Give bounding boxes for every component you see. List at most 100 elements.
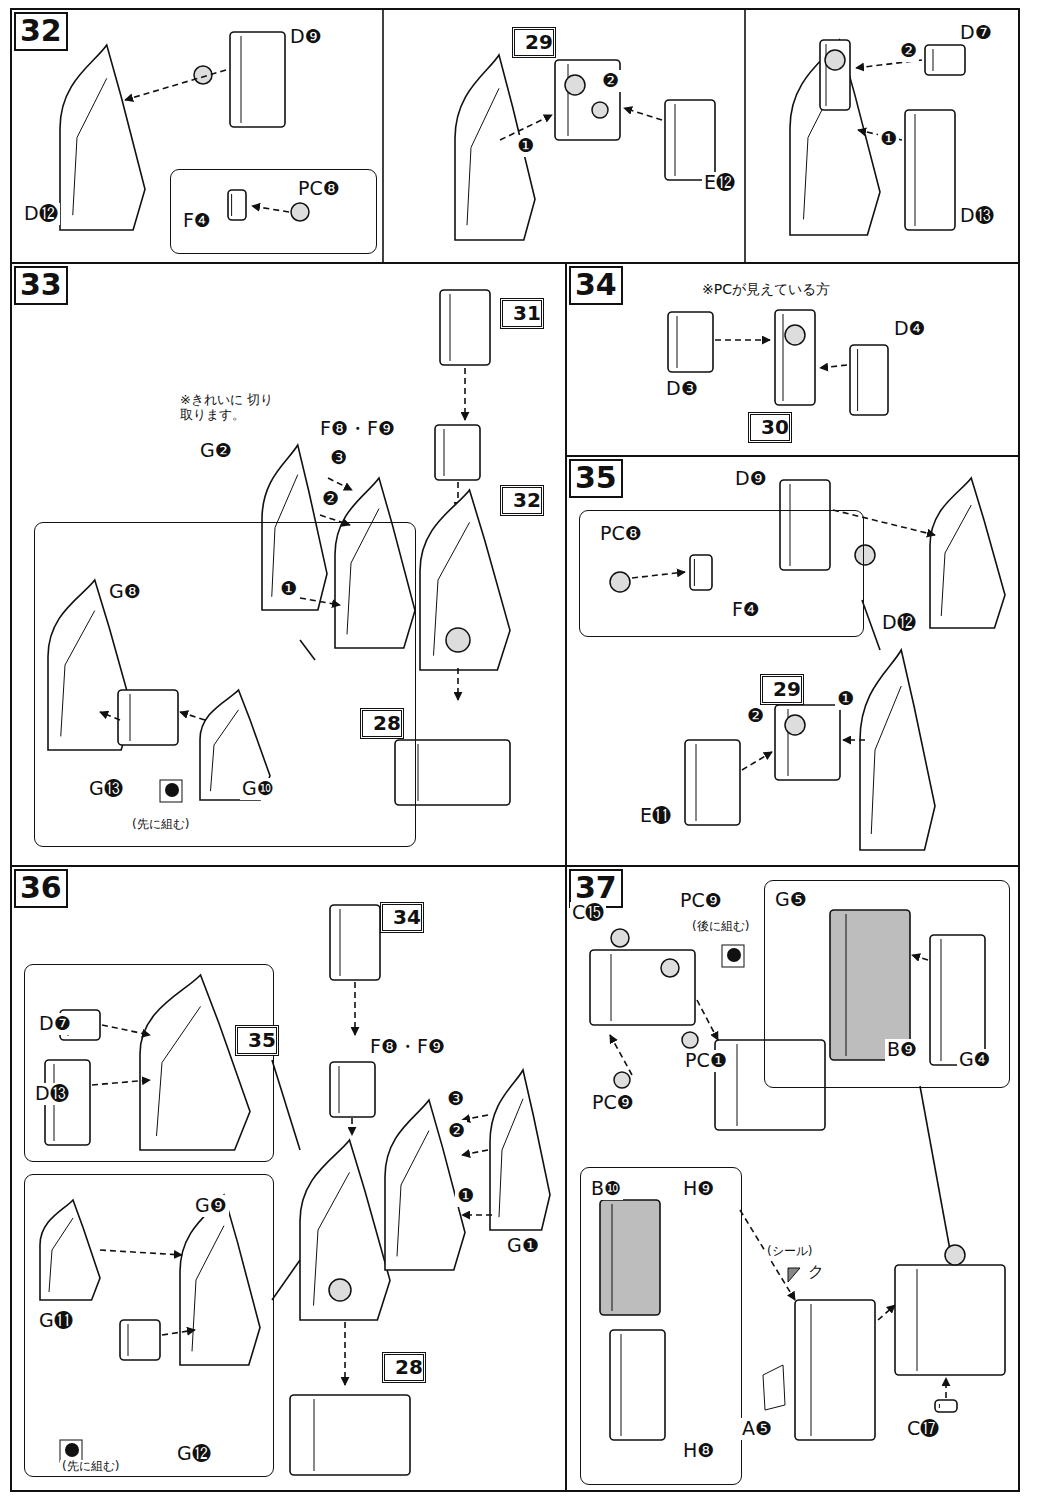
step-panel: 35D❼D⓭34G❾G⓫G⓬(先に組む)2836: [10, 865, 567, 1492]
order-icon: [60, 1440, 82, 1462]
subassembly-box: 31: [500, 298, 544, 329]
part-detail: [915, 114, 916, 226]
part-block: [780, 480, 830, 570]
part-label: F❹: [181, 210, 213, 232]
detail-inset: G❺B❾G❹: [764, 880, 1010, 1088]
part-block: [895, 1265, 1005, 1375]
part-detail: [933, 49, 934, 71]
assembly-arrow: [92, 1080, 150, 1085]
step-panel: PC❽F❹2935: [565, 455, 1020, 867]
part-block: [668, 312, 713, 372]
part-block: [763, 1365, 785, 1410]
part-block: [775, 310, 815, 405]
assembly-arrow: [945, 1378, 947, 1398]
part-label: D❾: [733, 468, 769, 490]
part-detail: [737, 1044, 738, 1126]
order-icon-dot: [65, 1443, 79, 1457]
subassembly-number: 32: [503, 488, 551, 513]
note-text: (シール): [765, 1245, 814, 1259]
assembly-arrow: [624, 108, 662, 120]
part-block: [610, 1330, 665, 1440]
part-detail: [611, 954, 612, 1021]
part-label: ❸: [445, 1088, 466, 1110]
note-text: (先に組む): [130, 818, 191, 832]
part-block: [925, 45, 965, 75]
part-outline: [490, 1070, 550, 1230]
divider-line: [744, 8, 746, 262]
subassembly-box: 28: [382, 1352, 426, 1383]
part-detail: [621, 1334, 622, 1436]
part-label: D⓭: [958, 205, 996, 227]
part-outline: [180, 1195, 260, 1365]
assembly-arrow: [715, 339, 770, 341]
part-detail: [241, 36, 242, 123]
subassembly-number: 30: [751, 415, 799, 440]
part-outline: [40, 1200, 100, 1300]
part-outline: [790, 40, 880, 235]
detail-inset: F❹PC❽: [170, 169, 377, 254]
assembly-arrow: [843, 739, 865, 741]
order-icon: [722, 945, 744, 967]
part-detail: [339, 1066, 340, 1113]
part-detail: [857, 349, 858, 411]
detail-inset: G❽G⓭G❿(先に組む): [34, 522, 416, 847]
subassembly-number: 29: [763, 677, 811, 702]
part-label: G❿: [240, 778, 276, 800]
assembly-arrow: [102, 1025, 150, 1035]
part-detail: [790, 484, 791, 566]
part-detail: [231, 194, 232, 216]
part-block: [685, 740, 740, 825]
part-outline: [262, 445, 327, 610]
poly-cap: [291, 203, 309, 221]
part-block: [590, 950, 695, 1025]
part-outline: [60, 45, 145, 230]
sticker-icon: [788, 1268, 800, 1282]
assembly-arrow: [162, 1330, 195, 1335]
part-block: [715, 1040, 825, 1130]
assembly-arrow: [878, 1305, 895, 1320]
part-detail: [675, 104, 676, 176]
subassembly-number: 28: [363, 711, 411, 736]
poly-cap: [611, 929, 629, 947]
part-label: B❿: [589, 1178, 623, 1200]
assembly-arrow: [180, 712, 205, 720]
part-detail: [846, 914, 847, 1056]
part-label: PC❽: [598, 523, 644, 545]
divider-line: [920, 1086, 950, 1250]
part-label: E⓬: [702, 172, 737, 194]
step-number: 35: [569, 459, 623, 498]
part-label: D❾: [288, 26, 324, 48]
step-number: 34: [569, 266, 623, 305]
part-detail: [783, 314, 784, 401]
part-detail: [314, 1399, 315, 1471]
part-label: C⓱: [905, 1418, 941, 1440]
assembly-arrow: [252, 206, 289, 212]
part-label: B❾: [885, 1039, 919, 1061]
part-detail: [418, 744, 419, 801]
part-label: G❾: [193, 1195, 229, 1217]
part-block: [440, 290, 490, 365]
divider-line: [272, 1060, 300, 1150]
part-block: [230, 32, 285, 127]
part-block: [690, 555, 712, 590]
part-detail: [450, 294, 451, 361]
part-label: G❷: [198, 440, 234, 462]
step-panel: G❺B❾G❹B❿H❾H❽37: [565, 865, 1020, 1492]
part-label: PC❾: [590, 1092, 636, 1114]
note-text: (後に組む): [690, 920, 751, 934]
part-outline: [420, 490, 510, 670]
subassembly-number: 31: [503, 301, 551, 326]
part-block: [120, 1320, 160, 1360]
part-block: [775, 705, 840, 780]
part-block: [665, 100, 715, 180]
part-label: H❾: [681, 1178, 716, 1200]
poly-cap: [194, 66, 212, 84]
assembly-arrow: [354, 982, 356, 1035]
part-label: G❶: [505, 1235, 541, 1257]
detail-inset: B❿H❾H❽: [580, 1167, 742, 1485]
assembly-arrow: [100, 1250, 182, 1255]
part-block: [905, 110, 955, 230]
part-label: D❸: [664, 378, 700, 400]
part-block: [600, 1200, 660, 1315]
part-label: G❺: [773, 889, 809, 911]
